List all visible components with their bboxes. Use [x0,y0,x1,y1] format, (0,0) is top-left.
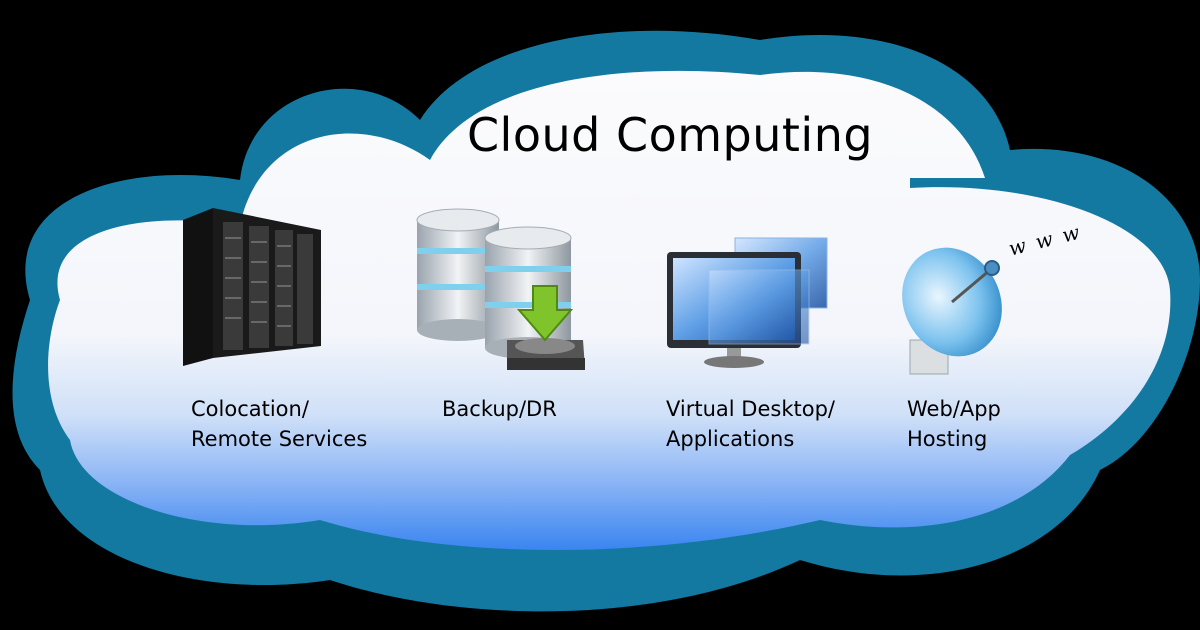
database-backup-icon [416,208,585,370]
cloud-inner [48,70,1171,550]
server-rack-icon [183,208,321,366]
diagram-title: Cloud Computing [466,108,874,162]
service-label-web-hosting: Web/App Hosting [907,397,1001,451]
service-label-virtual-desktop: Virtual Desktop/ Applications [666,397,835,451]
satellite-dish-icon [902,247,1002,375]
service-label-colocation: Colocation/ Remote Services [191,397,368,451]
download-arrow [516,285,574,342]
service-label-backup: Backup/DR [442,397,557,421]
hard-drive [507,338,585,370]
virtual-desktop-icon [667,237,828,368]
